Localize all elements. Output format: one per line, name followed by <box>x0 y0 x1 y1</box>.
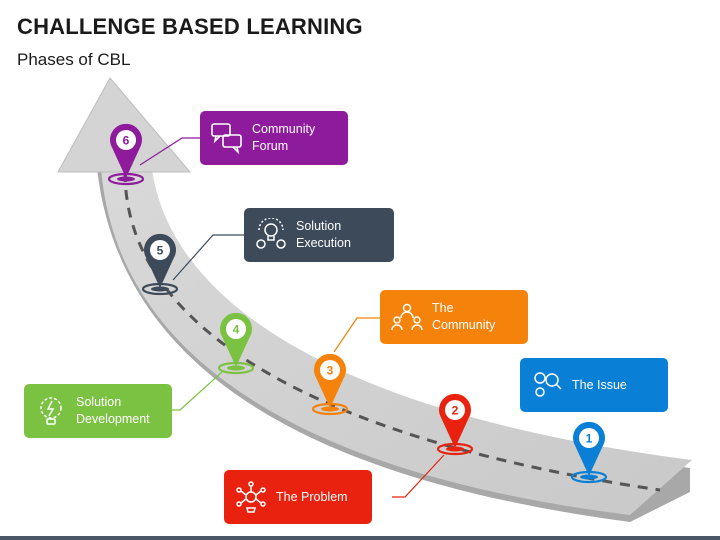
location-pin-6: 6 <box>107 123 145 186</box>
pin-base-dot <box>227 365 245 371</box>
location-pin-5: 5 <box>141 233 179 296</box>
pin-base-dot <box>446 446 464 452</box>
location-pins: 1 2 3 4 5 6 <box>107 123 608 484</box>
location-pin-2: 2 <box>436 393 474 456</box>
location-pin-1: 1 <box>570 421 608 484</box>
people-community-icon <box>391 303 423 331</box>
connector-3 <box>333 317 380 353</box>
road-body <box>100 142 692 515</box>
pin-base-dot <box>151 286 169 292</box>
gears-search-icon <box>534 372 562 397</box>
pin-number-5: 5 <box>157 244 164 258</box>
phase-card-2: The Problem <box>224 470 372 524</box>
connector-5 <box>172 234 244 281</box>
connector-2 <box>392 454 445 498</box>
pin-number-4: 4 <box>233 323 240 337</box>
bottom-bar <box>0 536 720 540</box>
pin-inner-circle <box>150 240 170 260</box>
location-pin-4: 4 <box>217 312 255 375</box>
pin-number-6: 6 <box>123 134 130 148</box>
pin-number-2: 2 <box>452 404 459 418</box>
pin-inner-circle <box>320 360 340 380</box>
pin-inner-circle <box>579 428 599 448</box>
phase-card-1: The Issue <box>520 358 668 412</box>
bulb-gears-icon <box>256 218 286 249</box>
brain-network-icon <box>236 481 266 513</box>
pin-inner-circle <box>226 319 246 339</box>
pin-base-dot <box>321 406 339 412</box>
connector-lines <box>139 137 445 498</box>
chat-bubbles-icon <box>211 123 242 155</box>
page-title: CHALLENGE BASED LEARNING <box>17 14 363 39</box>
road-centerline <box>123 171 661 492</box>
page-subtitle: Phases of CBL <box>17 50 131 69</box>
phase-label-1: The Issue <box>572 377 627 392</box>
pin-inner-circle <box>116 130 136 150</box>
connector-4 <box>172 371 223 411</box>
lightbulb-idea-icon <box>40 397 62 425</box>
pin-number-1: 1 <box>586 432 593 446</box>
connector-6 <box>139 137 200 166</box>
pin-base-dot <box>580 474 598 480</box>
location-pin-3: 3 <box>311 353 349 416</box>
pin-inner-circle <box>445 400 465 420</box>
pin-base-dot <box>117 176 135 182</box>
phase-label-2: The Problem <box>276 489 348 504</box>
pin-number-3: 3 <box>327 364 334 378</box>
